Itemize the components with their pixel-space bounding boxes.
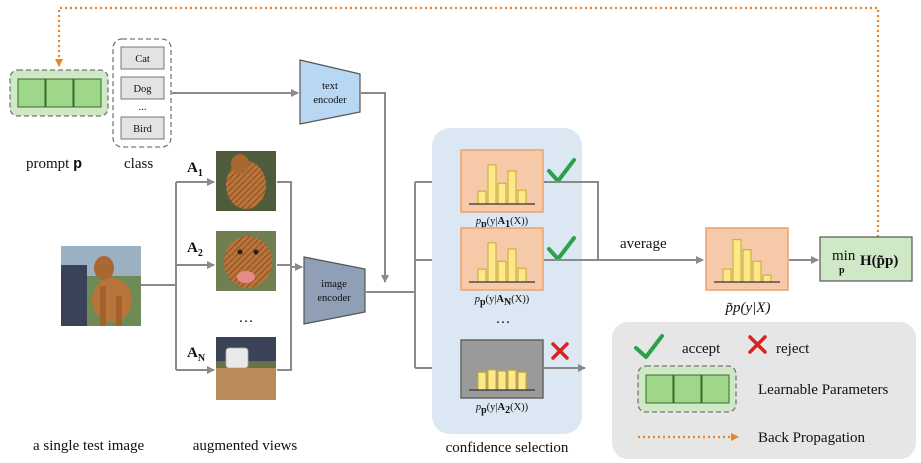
text-features-arrow xyxy=(361,92,389,283)
prob-label-a1: pp(y|A1(X)) xyxy=(475,216,529,230)
histogram-bar xyxy=(517,189,527,205)
test-image xyxy=(61,246,141,326)
svg-text:image: image xyxy=(321,279,347,290)
class-label: class xyxy=(124,156,153,172)
svg-text:p: p xyxy=(839,265,845,276)
augmented-view-2 xyxy=(216,231,276,291)
svg-text:encoder: encoder xyxy=(313,95,347,106)
histogram-bar xyxy=(487,369,497,391)
augmented-view-1 xyxy=(216,151,276,211)
prob-label-an: pp(y|AN(X)) xyxy=(474,294,530,308)
average-label: average xyxy=(620,236,667,252)
augmented-views-label: augmented views xyxy=(193,438,298,454)
prompt-token xyxy=(73,78,102,108)
svg-text:H(p̃p): H(p̃p) xyxy=(860,253,898,269)
distribution-box-an xyxy=(460,227,544,291)
histogram-bar xyxy=(742,249,752,283)
view-label-an: AN xyxy=(187,345,206,364)
test-image-label: a single test image xyxy=(33,438,145,454)
entropy-objective: min p H(p̃p) xyxy=(819,236,913,282)
augmented-view-n xyxy=(216,337,276,400)
prompt-label: prompt p xyxy=(26,156,82,173)
prompt-token xyxy=(17,78,46,108)
class-item-bird: Bird xyxy=(133,124,152,135)
histogram-bar xyxy=(477,371,487,391)
selected-to-average-connectors xyxy=(544,181,704,264)
bars-a1 xyxy=(469,164,535,205)
legend-reject: reject xyxy=(776,341,810,357)
view-label-a1: A1 xyxy=(187,160,203,179)
svg-text:min: min xyxy=(832,248,856,264)
histogram-bar xyxy=(487,164,497,205)
accept-icon xyxy=(634,334,664,359)
text-encoder: text encoder xyxy=(299,59,361,125)
bars-an xyxy=(469,242,535,283)
histogram-bar xyxy=(507,369,517,391)
histogram-bar xyxy=(752,260,762,283)
histogram-bar xyxy=(507,248,517,283)
prompt-token xyxy=(45,78,74,108)
image-encoder: image encoder xyxy=(303,256,366,325)
histogram-bar xyxy=(497,370,507,391)
average-caption: p̃p(y|X) xyxy=(725,300,771,316)
reject-icon xyxy=(748,335,767,354)
svg-text:encoder: encoder xyxy=(317,293,351,304)
back-propagation-arrow xyxy=(55,6,880,237)
confidence-selection-label: confidence selection xyxy=(446,440,569,456)
histogram-bar xyxy=(762,274,772,283)
histogram-bar xyxy=(497,260,507,283)
histogram-bar xyxy=(517,371,527,391)
class-block: Cat Dog ... Bird xyxy=(112,38,172,148)
class-item-cat: Cat xyxy=(135,54,150,65)
class-item-dog: Dog xyxy=(133,84,152,95)
legend-backprop: Back Propagation xyxy=(758,430,866,446)
view-label-a2: A2 xyxy=(187,240,203,259)
legend-accept: accept xyxy=(682,341,721,357)
views-to-encoder-connectors xyxy=(277,181,303,371)
reject-icon xyxy=(551,342,569,360)
histogram-bar xyxy=(517,267,527,283)
bars-average xyxy=(714,239,780,283)
svg-text:text: text xyxy=(322,81,338,92)
prob-label-a2: pp(y|A2(X)) xyxy=(475,402,529,416)
histogram-bar xyxy=(722,268,732,283)
histogram-bar xyxy=(497,182,507,205)
histogram-bar xyxy=(487,242,497,283)
histogram-bar xyxy=(477,268,487,283)
histogram-bar xyxy=(507,170,517,205)
prompt-block xyxy=(9,69,109,117)
selection-ellipsis: … xyxy=(496,311,511,327)
views-ellipsis: … xyxy=(239,310,254,326)
bars-a2 xyxy=(469,369,535,391)
class-ellipsis: ... xyxy=(139,102,147,113)
legend: accept reject Learnable Parameters Back … xyxy=(612,322,916,459)
histogram-bar xyxy=(477,190,487,205)
legend-learnable: Learnable Parameters xyxy=(758,382,889,398)
histogram-bar xyxy=(732,239,742,283)
image-to-views-connectors xyxy=(141,178,215,374)
